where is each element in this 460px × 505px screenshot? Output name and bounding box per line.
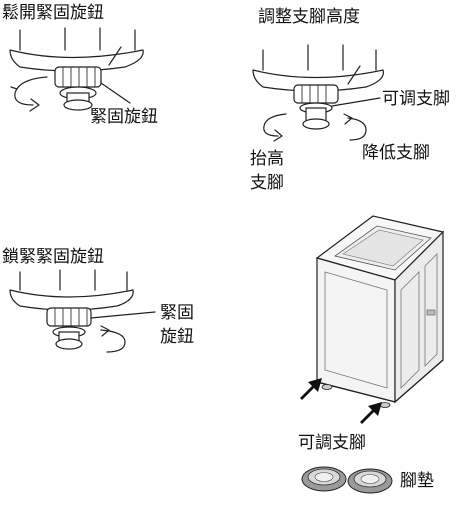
raise-leg-label-line1: 抬高 [250, 149, 284, 169]
lock-knob-callout-line2: 旋鈕 [160, 327, 194, 347]
lock-title: 鎖緊緊固旋鈕 [2, 247, 104, 267]
foot-pad-label: 腳墊 [400, 471, 434, 491]
foot-pad-icon-left [301, 466, 347, 492]
lower-leg-label: 降低支腳 [362, 143, 430, 163]
lock-knob-callout-line1: 緊固 [160, 303, 194, 323]
adjust-title: 調整支腳高度 [258, 7, 360, 27]
adjustable-leg-callout: 可调支脚 [382, 89, 450, 109]
leg-pointer-arrow-right [360, 402, 382, 424]
foot-adjust-illustration [252, 44, 384, 142]
loosen-knob-callout: 緊固旋鈕 [90, 107, 158, 127]
foot-pad-icon-right [347, 468, 393, 494]
loosen-title: 鬆開緊固旋鈕 [2, 3, 104, 23]
foot-loosen-illustration [9, 27, 144, 112]
raise-leg-label-line2: 支腳 [250, 173, 284, 193]
leg-pointer-arrow-left [300, 378, 322, 400]
adjustable-leg-label: 可調支腳 [298, 433, 366, 453]
foot-lock-illustration [9, 269, 156, 353]
washing-machine-illustration [315, 215, 445, 408]
